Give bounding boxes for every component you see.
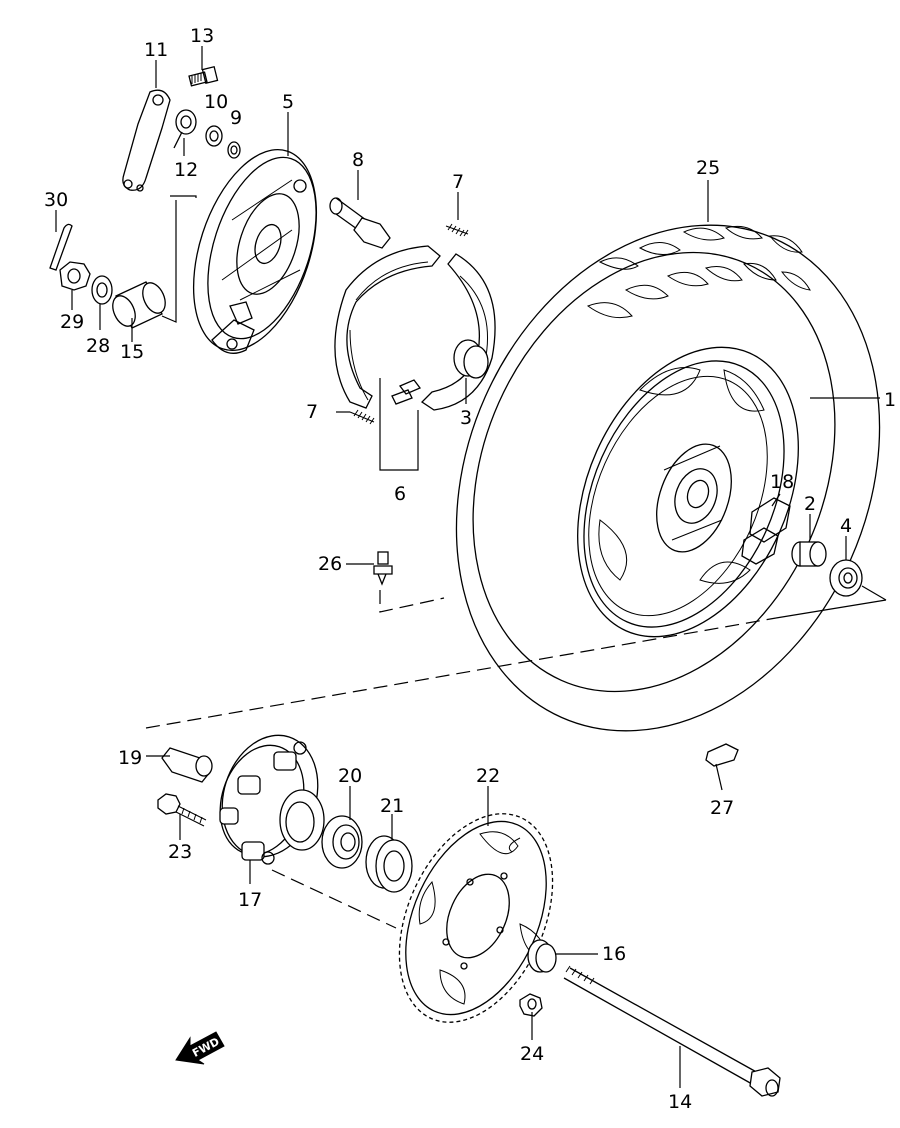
rear-wheel-rim [577, 346, 799, 638]
callout-5: 5 [282, 91, 294, 113]
cotter-pin-30 [49, 223, 73, 271]
callout-11: 11 [144, 39, 168, 61]
callout-4: 4 [840, 515, 852, 537]
bolt-13 [188, 65, 219, 87]
tire-valve-26 [373, 551, 393, 586]
spring-7-lower [349, 409, 375, 425]
callout-26: 26 [318, 553, 342, 575]
callout-labels: 1 2 3 4 5 6 7 7 8 9 10 11 12 13 14 15 16… [44, 25, 896, 1113]
brake-camshaft-8 [329, 197, 391, 249]
callout-25: 25 [696, 157, 720, 179]
brake-cam-lever [122, 89, 197, 198]
callout-21: 21 [380, 795, 404, 817]
bearing-4 [829, 559, 863, 597]
callout-10: 10 [204, 91, 228, 113]
sprocket-mounting-drum-17 [219, 734, 325, 865]
callout-14: 14 [668, 1091, 692, 1113]
forward-arrow-icon: FWD [175, 1031, 225, 1065]
callout-16: 16 [602, 943, 626, 965]
wear-indicator-12 [173, 109, 197, 149]
spacer-15 [112, 200, 177, 329]
callout-30: 30 [44, 189, 68, 211]
callout-18: 18 [770, 471, 794, 493]
callout-23: 23 [168, 841, 192, 863]
spacer-19 [161, 747, 213, 783]
callout-6: 6 [394, 483, 406, 505]
spacer-16 [527, 939, 557, 973]
brake-panel [192, 148, 318, 354]
nut-29 [59, 261, 91, 291]
callout-7b: 7 [306, 401, 318, 423]
callout-1: 1 [884, 389, 896, 411]
callout-15: 15 [120, 341, 144, 363]
callout-7a: 7 [452, 171, 464, 193]
oil-seal-21 [365, 835, 413, 893]
balancer-weight-27 [705, 743, 739, 791]
callout-8: 8 [352, 149, 364, 171]
bearing-20 [321, 815, 363, 869]
callout-2: 2 [804, 493, 816, 515]
callout-29: 29 [60, 311, 84, 333]
callout-19: 19 [118, 747, 142, 769]
washer-28 [91, 275, 113, 305]
rear-tire [455, 224, 881, 732]
wheel-damper [741, 497, 791, 565]
callout-22: 22 [476, 765, 500, 787]
sprocket-nut-24 [519, 993, 543, 1017]
callout-12: 12 [174, 159, 198, 181]
spring-7-upper [445, 223, 469, 237]
callout-27: 27 [710, 797, 734, 819]
spacer-2 [791, 541, 827, 567]
cam-bushing-3 [453, 339, 489, 379]
rear-sprocket-22 [398, 813, 554, 1023]
callout-9: 9 [230, 107, 242, 129]
callout-13: 13 [190, 25, 214, 47]
callout-20: 20 [338, 765, 362, 787]
callout-28: 28 [86, 335, 110, 357]
callout-3: 3 [460, 407, 472, 429]
o-ring-9 [227, 141, 241, 159]
washer-10 [205, 125, 223, 147]
rear-axle-14 [563, 965, 781, 1097]
brake-shoes [334, 245, 496, 471]
sprocket-bolt-23 [157, 793, 207, 827]
callout-24: 24 [520, 1043, 544, 1065]
callout-17: 17 [238, 889, 262, 911]
leader-lines [55, 46, 880, 1088]
